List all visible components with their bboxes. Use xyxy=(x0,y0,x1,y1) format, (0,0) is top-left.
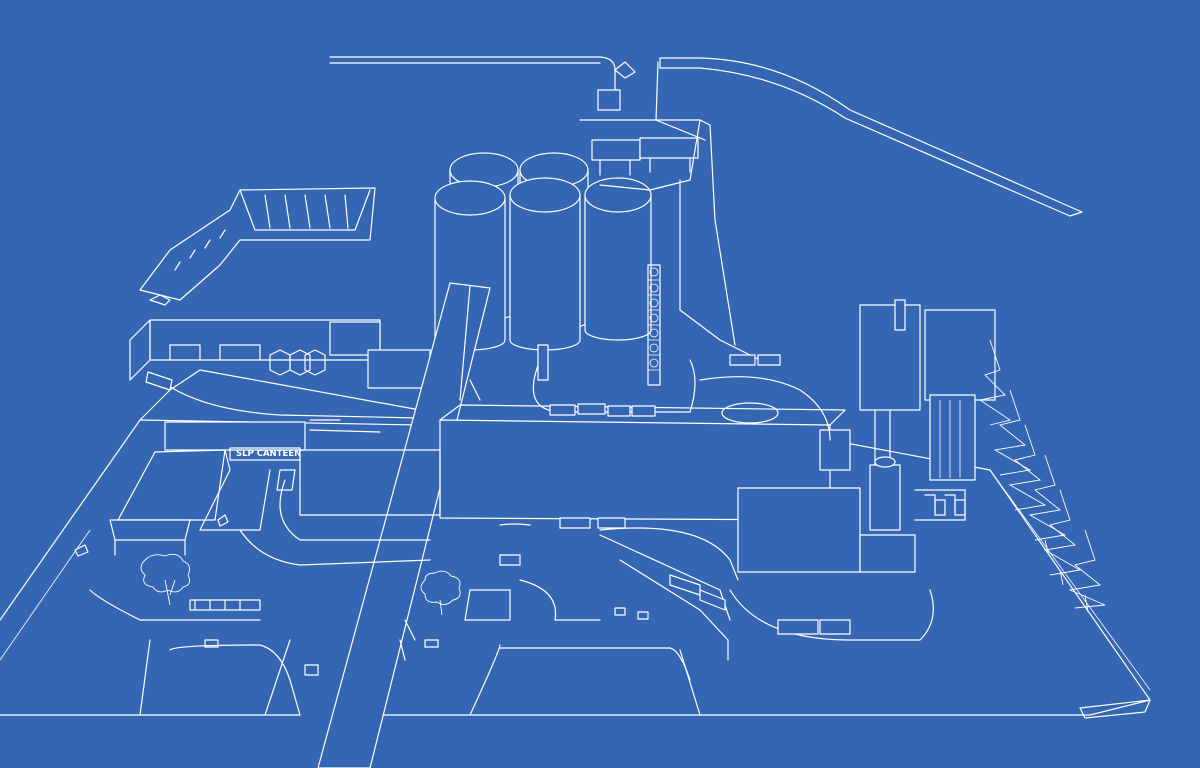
internal-roads xyxy=(89,359,934,716)
canteen-building xyxy=(109,421,306,611)
tower-complex xyxy=(737,299,996,573)
vehicles xyxy=(74,344,851,648)
elevated-conveyor xyxy=(317,282,491,768)
main-hall xyxy=(299,404,851,521)
loading-shed xyxy=(579,89,761,361)
small-structures xyxy=(304,419,966,676)
silos xyxy=(434,152,661,386)
trees xyxy=(140,339,1106,616)
canteen-sign: SLP CANTEEN xyxy=(236,449,301,459)
warehouse-building xyxy=(129,187,431,419)
